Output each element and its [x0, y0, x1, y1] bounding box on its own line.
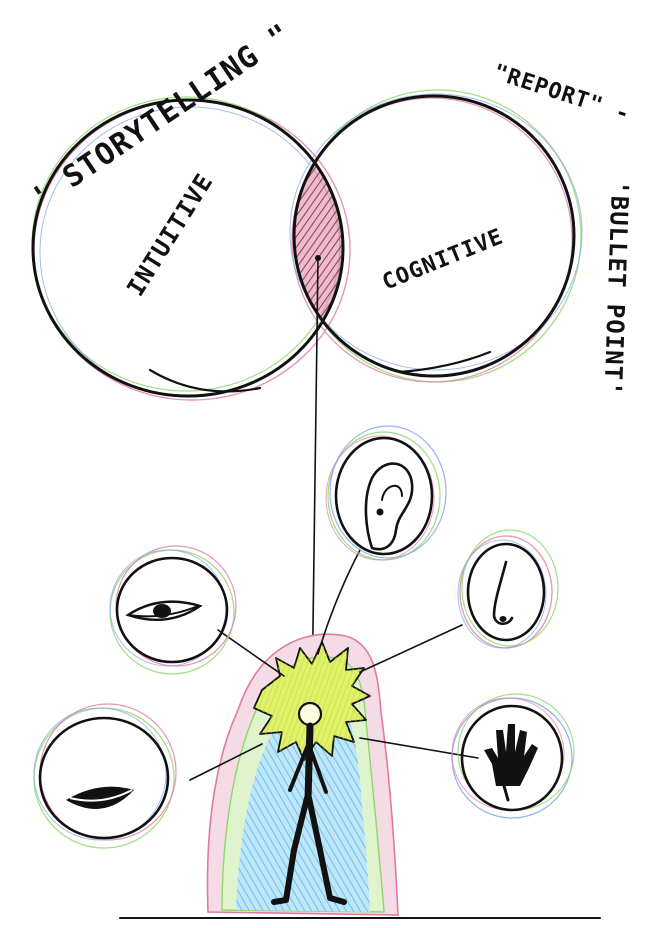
hand-icon [484, 724, 538, 800]
figure-body [308, 726, 310, 800]
ear-bubble [326, 426, 446, 560]
nose-bubble [458, 530, 558, 648]
mouth-icon [66, 787, 134, 809]
ear-icon [366, 464, 412, 550]
venn-diagram: INTUITIVE COGNITIVE ' STORYTELLING " "RE… [25, 17, 634, 400]
eye-icon [128, 602, 200, 620]
venn-dot [315, 255, 321, 261]
eye-bubble [110, 546, 236, 674]
report-label: "REPORT" - [490, 60, 633, 128]
intuitive-label: INTUITIVE [121, 168, 218, 301]
bullet-point-label: 'BULLET POINT' [598, 180, 634, 397]
cognitive-label: COGNITIVE [379, 224, 507, 295]
person-figure [207, 634, 398, 915]
figure-head [299, 703, 321, 725]
mouth-bubble [34, 704, 176, 848]
nose-icon [494, 562, 512, 624]
